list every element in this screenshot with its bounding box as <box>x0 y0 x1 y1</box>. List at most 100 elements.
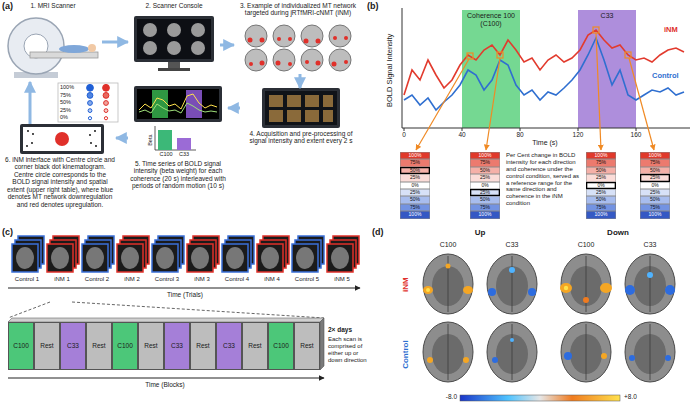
beta-bar-chart <box>155 126 156 150</box>
label-slot: iNM <box>664 26 690 35</box>
brain-activation-map <box>463 357 469 363</box>
mt-network-brains <box>316 61 321 66</box>
table-cell: 25% <box>640 189 670 196</box>
table-cell: 25% <box>470 189 500 196</box>
flow-arrow <box>102 41 128 44</box>
mt-network-brains <box>316 39 321 44</box>
time-series-monitor <box>139 94 217 110</box>
inm-scan-stack <box>257 244 283 272</box>
mt-network-brains <box>304 39 309 44</box>
label-slot: 2× days <box>328 326 368 333</box>
label-slot: 50% <box>586 167 616 174</box>
label-slot: Each scan is comprised of either up or d… <box>328 336 368 364</box>
label-slot: Beta <box>147 128 153 152</box>
inm-scan-stack <box>257 236 289 272</box>
table-cell: 25% <box>400 189 430 196</box>
label-slot: 75% <box>640 204 670 211</box>
label-slot: 75% <box>60 92 84 98</box>
leader-arrow <box>486 58 500 150</box>
column-header: C33 <box>497 241 527 249</box>
annotation-note: Per Cent change in BOLD intensity for ea… <box>506 152 583 207</box>
table-cell: 0% <box>400 182 430 189</box>
label-slot: 0% <box>640 182 670 189</box>
table-cell: 75% <box>586 204 616 211</box>
mt-network-brains <box>249 62 253 66</box>
panel-letter: (c) <box>2 227 22 237</box>
label-slot: 100% <box>640 152 670 159</box>
step-caption: 4. Acquisition and pre-processing of sig… <box>240 130 362 145</box>
feedback-circle-scale <box>87 93 93 99</box>
processing-monitor <box>305 110 319 122</box>
row-label: iNM <box>401 265 410 305</box>
processing-monitor <box>265 91 337 125</box>
panel-letter: (b) <box>367 1 387 11</box>
brain-activation-map <box>561 322 611 382</box>
leader-arrow <box>416 27 654 150</box>
panel-letter: (d) <box>372 227 392 237</box>
axis-title: Time (Blocks) <box>130 381 200 388</box>
mt-network-brains <box>344 36 348 40</box>
label-slot: C100 <box>433 241 463 249</box>
flow-arrow <box>299 74 302 88</box>
column-header: C33 <box>635 241 665 249</box>
trial-label: iNM 5 <box>324 276 360 283</box>
label-slot: 25% <box>400 189 430 196</box>
label-slot: 25% <box>586 174 616 181</box>
brain-activation-map <box>463 286 473 294</box>
label-slot: 75% <box>400 204 430 211</box>
table-cell: 75% <box>640 204 670 211</box>
block-label: Rest <box>87 342 111 349</box>
leader-arrow <box>497 52 503 58</box>
mt-network-brains <box>288 37 292 41</box>
brain-activation-map <box>629 355 635 361</box>
mt-network-brains <box>301 25 323 47</box>
coherence-band: C33 <box>578 10 636 128</box>
label-slot: Control 2 <box>79 276 115 283</box>
brain-activation-map <box>561 254 611 314</box>
block-label: Rest <box>139 342 163 349</box>
processing-monitor <box>262 88 340 128</box>
inm-scan-stack <box>261 247 279 269</box>
table-cell: 25% <box>586 189 616 196</box>
trial-label: Control 2 <box>79 276 115 283</box>
flow-arrow <box>116 137 128 140</box>
label-slot: 50% <box>400 167 430 174</box>
brain-activation-map <box>528 288 536 296</box>
time-series-monitor <box>137 89 219 119</box>
block-depth-face <box>8 318 324 370</box>
control-scan-stack <box>152 244 178 272</box>
scale-percent: 75% <box>60 92 84 98</box>
brain-activation-map <box>600 283 612 293</box>
feedback-screen <box>20 124 104 154</box>
table-cell: 100% <box>586 211 616 218</box>
mri-scanner <box>8 18 98 78</box>
trial-label: iNM 1 <box>44 276 80 283</box>
label-slot: Time (Trials) <box>150 291 220 298</box>
feedback-screen <box>23 127 101 151</box>
leader-arrow <box>467 53 473 59</box>
stimulus-block: Rest <box>242 322 268 370</box>
tick-label: 120 <box>568 131 588 138</box>
brain-activation-map <box>487 322 537 382</box>
label-slot: 25% <box>470 189 500 196</box>
label-slot: Time (Blocks) <box>130 381 200 388</box>
feedback-screen <box>32 133 34 135</box>
expansion-lines <box>8 302 50 318</box>
inm-scan-stack <box>47 244 73 272</box>
label-slot: 0 <box>394 131 414 138</box>
mri-scanner <box>8 18 64 74</box>
stimulus-block: C100 <box>268 322 294 370</box>
table-cell: 0% <box>586 182 616 189</box>
label-slot: 0% <box>60 114 84 120</box>
mt-network-brains <box>329 49 351 71</box>
mt-network-brains <box>260 61 265 66</box>
beta-bar-chart <box>158 130 172 150</box>
control-scan-stack <box>156 247 174 269</box>
label-slot: 50% <box>470 167 500 174</box>
step-caption: 3. Example of individualized MT network … <box>234 2 362 17</box>
bar-label: C33 <box>175 151 193 157</box>
brain-activation-map <box>625 322 675 382</box>
table-cell: 25% <box>640 174 670 181</box>
table-cell: 75% <box>470 159 500 166</box>
label-slot: 75% <box>586 204 616 211</box>
